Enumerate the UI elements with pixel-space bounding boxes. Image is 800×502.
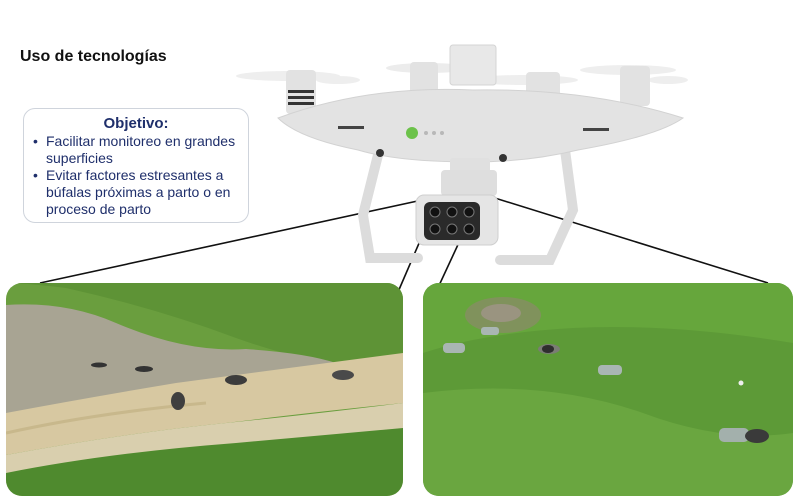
slide-title: Uso de tecnologías (20, 48, 167, 65)
objective-box: Objetivo: Facilitar monitoreo en grandes… (23, 108, 249, 223)
aerial-photo-field (423, 283, 793, 496)
buffalo-shore-2 (332, 370, 354, 380)
objective-item-monitoring: Facilitar monitoreo en grandes superfici… (32, 133, 240, 167)
objective-list: Facilitar monitoreo en grandes superfici… (32, 133, 240, 218)
pond-scene (6, 283, 403, 496)
drone-image (236, 44, 688, 265)
buffalo-field-2 (745, 429, 769, 443)
field-scene (423, 283, 793, 496)
aerial-photo-pond (6, 283, 403, 496)
buffalo-in-water-2 (135, 366, 153, 372)
buffalo-in-water-1 (91, 362, 107, 368)
buffalo-path (171, 392, 185, 410)
objective-item-stress: Evitar factores estresantes a búfalas pr… (32, 167, 240, 218)
buffalo-shore-1 (225, 375, 247, 385)
objective-heading: Objetivo: (103, 115, 169, 132)
buffalo-field-1 (542, 345, 554, 353)
